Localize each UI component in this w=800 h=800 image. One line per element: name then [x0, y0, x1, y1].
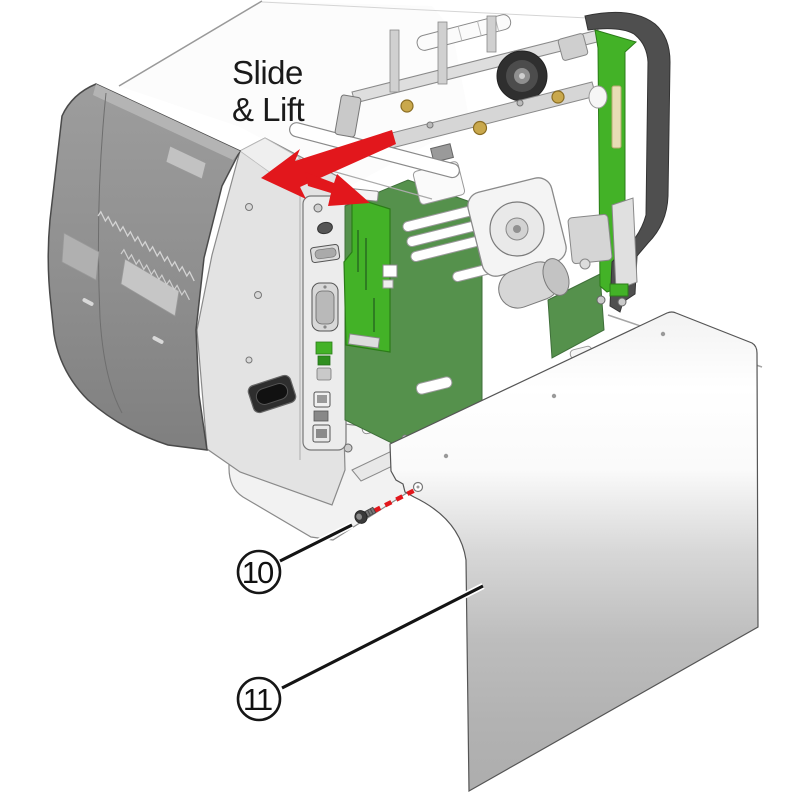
card-bottom-connector — [347, 333, 381, 349]
front-bezel — [47, 83, 242, 451]
side-trim-bezel — [584, 11, 671, 313]
stepper-motor — [467, 177, 567, 277]
slide-bracket — [334, 94, 362, 138]
top-rear-edge — [261, 1, 589, 19]
gear-cylinder — [498, 258, 570, 309]
io-oval-opening — [317, 221, 333, 235]
io-pcb-edge — [315, 341, 333, 355]
callout-10: 10 — [236, 549, 282, 595]
brass-bushing — [551, 90, 565, 104]
frame-post — [437, 21, 448, 85]
right-column-parts — [567, 197, 638, 307]
leader-11 — [281, 584, 484, 690]
top-panel-edge — [118, 0, 263, 87]
cover-screw — [354, 506, 377, 524]
io-pcb-edge-2 — [317, 355, 331, 366]
arrow-main — [261, 130, 396, 199]
callout-10-circle — [236, 549, 282, 595]
column-screw — [617, 297, 627, 307]
io-panel — [302, 195, 347, 451]
annotation-line-2: & Lift — [232, 91, 305, 128]
paper-exit-slot — [120, 258, 180, 317]
arrow-secondary — [305, 172, 370, 206]
callout-leaders — [278, 522, 485, 691]
tear-bar-serration — [97, 210, 195, 282]
bezel-inset-tab — [165, 145, 207, 180]
leader-10 — [279, 523, 353, 563]
bezel-crease — [97, 92, 123, 414]
washer — [579, 258, 591, 270]
rail-screw — [426, 121, 434, 129]
io-module — [316, 367, 332, 381]
serial-port-connector — [310, 244, 341, 263]
frame-post — [389, 29, 400, 93]
panel-screw — [245, 356, 253, 364]
sensor-bracket — [429, 143, 455, 163]
bezel-top-bevel — [93, 84, 240, 160]
annotation-slide-lift: Slide & Lift — [232, 54, 305, 128]
power-inlet — [247, 374, 297, 414]
usb-port — [313, 391, 331, 408]
small-green-connector — [609, 283, 629, 297]
board-connector-low — [415, 376, 453, 395]
rail-screw — [516, 99, 524, 107]
card-side-connector — [382, 264, 398, 278]
rear-cover-shell — [389, 311, 759, 793]
bezel-slot-mark — [82, 298, 94, 306]
bezel-step — [61, 232, 100, 281]
bezel-slot-mark — [152, 336, 164, 344]
frame-post — [486, 15, 497, 53]
thumb-knob — [588, 85, 608, 109]
cover-hole-dot — [551, 393, 557, 399]
callout-11-circle — [236, 676, 282, 722]
edge-connector — [611, 85, 622, 149]
annotation-line-1: Slide — [232, 54, 303, 91]
parallel-port-connector — [311, 282, 339, 332]
aux-port — [313, 410, 329, 422]
column-screw — [596, 295, 606, 305]
tear-bar-serration-2 — [120, 248, 190, 301]
brass-bushing — [400, 99, 414, 113]
brass-bushing — [472, 120, 488, 136]
slide-direction-arrow — [261, 130, 396, 206]
cover-hole-dot — [443, 453, 449, 459]
callout-11: 11 — [236, 676, 282, 722]
rear-cover — [389, 311, 759, 793]
cover-screw-hole-center — [416, 485, 420, 489]
column-block — [567, 213, 613, 265]
column-strip — [611, 197, 638, 291]
card-side-connector-2 — [382, 279, 394, 289]
expansion-board-traces — [357, 230, 375, 332]
motor-shaft — [513, 225, 521, 233]
printer-body — [47, 0, 763, 541]
callout-11-label: 11 — [243, 682, 272, 717]
cover-hole-dot — [660, 331, 666, 337]
expansion-board — [343, 188, 398, 353]
callout-10-label: 10 — [242, 555, 274, 590]
front-bezel-face — [47, 83, 242, 451]
ethernet-port — [312, 424, 331, 443]
screw-guide-dashed-line — [372, 486, 419, 514]
panel-screw — [245, 203, 253, 211]
panel-screw — [254, 291, 262, 299]
io-screw — [313, 203, 323, 213]
flywheel — [496, 50, 548, 102]
frame-block — [557, 33, 589, 61]
